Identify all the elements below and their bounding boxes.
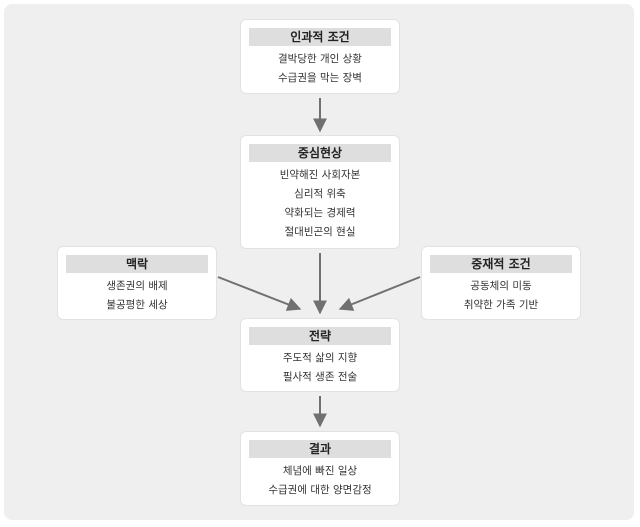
context-box: 맥락 생존권의 배제 불공평한 세상 bbox=[58, 247, 216, 319]
strategy-title: 전략 bbox=[249, 327, 391, 345]
intervening-conditions-item: 공동체의 미동 bbox=[470, 280, 532, 292]
strategy-box: 전략 주도적 삶의 지향 필사적 생존 전술 bbox=[241, 319, 399, 391]
central-phenomenon-item: 절대빈곤의 현실 bbox=[284, 226, 356, 238]
central-phenomenon-item: 심리적 위축 bbox=[294, 188, 346, 200]
context-item: 생존권의 배제 bbox=[106, 280, 168, 292]
central-phenomenon-item: 빈약해진 사회자본 bbox=[279, 169, 361, 181]
intervening-conditions-item: 취약한 가족 기반 bbox=[463, 299, 539, 311]
consequence-title: 결과 bbox=[249, 440, 391, 458]
causal-conditions-title: 인과적 조건 bbox=[249, 28, 391, 46]
consequence-item: 수급권에 대한 양면감정 bbox=[268, 484, 372, 496]
strategy-item: 주도적 삶의 지향 bbox=[282, 352, 358, 364]
intervening-conditions-box: 중재적 조건 공동체의 미동 취약한 가족 기반 bbox=[422, 247, 580, 319]
causal-conditions-item: 수급권을 막는 장벽 bbox=[278, 72, 362, 84]
strategy-item: 필사적 생존 전술 bbox=[282, 371, 358, 383]
consequence-item: 체념에 빠진 일상 bbox=[282, 465, 358, 477]
causal-conditions-item: 결박당한 개인 상황 bbox=[278, 53, 362, 65]
central-phenomenon-item: 약화되는 경제력 bbox=[284, 207, 356, 219]
consequence-box: 결과 체념에 빠진 일상 수급권에 대한 양면감정 bbox=[241, 432, 399, 505]
context-title: 맥락 bbox=[66, 255, 208, 273]
context-item: 불공평한 세상 bbox=[106, 299, 168, 311]
intervening-conditions-title: 중재적 조건 bbox=[430, 255, 572, 273]
central-phenomenon-box: 중심현상 빈약해진 사회자본 심리적 위축 약화되는 경제력 절대빈곤의 현실 bbox=[241, 136, 399, 248]
central-phenomenon-title: 중심현상 bbox=[249, 144, 391, 162]
arrow-context-to-strategy bbox=[217, 276, 302, 311]
causal-conditions-box: 인과적 조건 결박당한 개인 상황 수급권을 막는 장벽 bbox=[241, 20, 399, 93]
arrow-intervening-to-strategy bbox=[338, 276, 421, 311]
